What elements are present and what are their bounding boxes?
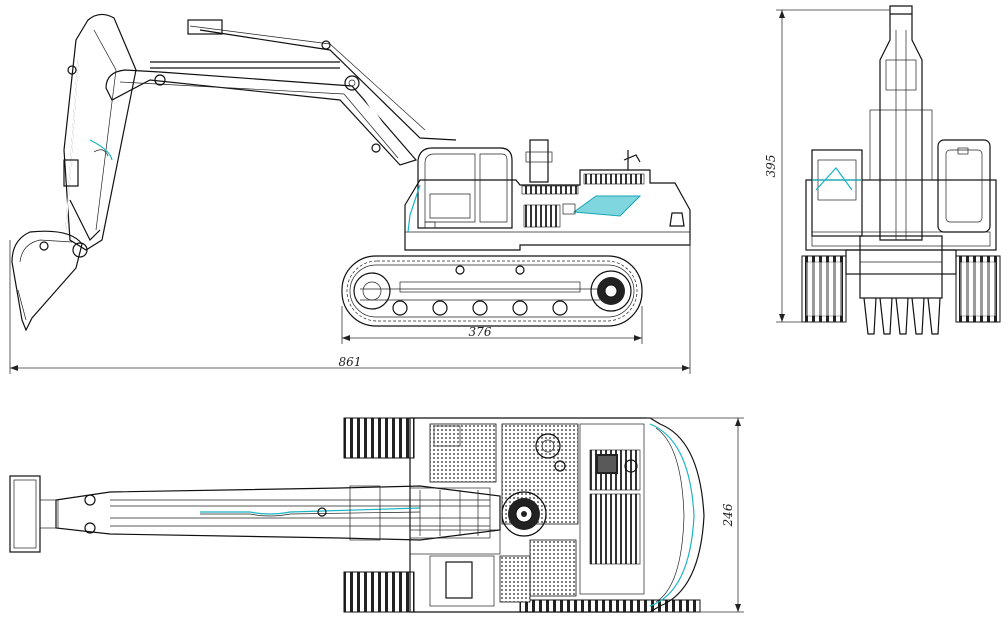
- top-view: 246: [9, 417, 744, 613]
- front-bucket: [859, 235, 943, 299]
- overall-length-label: 861: [339, 355, 362, 369]
- top-lower-track: [343, 571, 415, 613]
- width-label: 246: [721, 503, 735, 527]
- track-length-label: 376: [469, 325, 492, 339]
- side-track: [341, 255, 643, 327]
- side-stick: [63, 13, 137, 258]
- height-label: 395: [764, 155, 778, 178]
- side-house: [404, 139, 691, 251]
- top-boom: [55, 485, 501, 541]
- side-bucket: [11, 230, 83, 332]
- top-bucket: [9, 475, 41, 553]
- front-view: 395: [764, 5, 1001, 335]
- top-house: [409, 417, 705, 613]
- side-view: 376 861: [9, 13, 691, 374]
- side-boom: [105, 19, 457, 166]
- top-upper-track: [343, 417, 415, 459]
- side-dimensions: [9, 240, 691, 374]
